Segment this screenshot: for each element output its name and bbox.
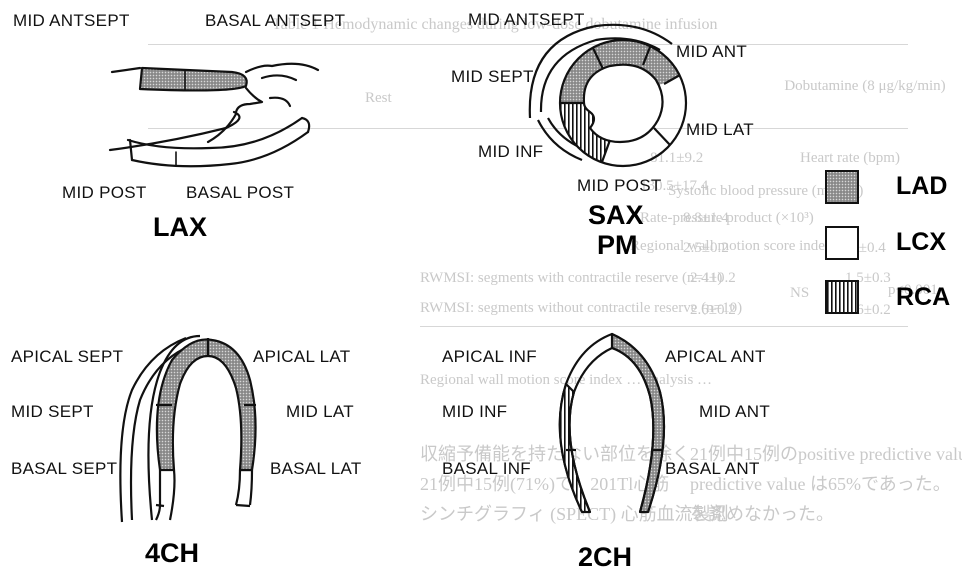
lax-label-mid-post: MID POST (62, 183, 147, 203)
lax-label-basal-post: BASAL POST (186, 183, 294, 203)
sax-title: SAX (588, 200, 644, 231)
two-ch-label-mid-inf: MID INF (442, 402, 507, 422)
legend-swatch-lad (825, 170, 859, 204)
legend-label-lcx: LCX (896, 228, 946, 257)
sax-view (530, 25, 686, 166)
lax-label-basal-antsept: BASAL ANTSEPT (205, 11, 345, 31)
sax-label-mid-post: MID POST (577, 176, 662, 196)
legend-swatch-rca (825, 280, 859, 314)
four-ch-title: 4CH (145, 538, 199, 569)
two-ch-title: 2CH (578, 542, 632, 572)
legend-swatch-lcx (825, 226, 859, 260)
four-ch-label-basal-lat: BASAL LAT (270, 459, 362, 479)
two-ch-label-basal-ant: BASAL ANT (665, 459, 760, 479)
rca-swatch-fill (827, 282, 857, 312)
four-ch-label-mid-lat: MID LAT (286, 402, 354, 422)
sax-label-mid-inf: MID INF (478, 142, 543, 162)
lad-swatch-fill (827, 172, 857, 202)
sax-label-mid-ant: MID ANT (676, 42, 747, 62)
two-ch-label-apical-inf: APICAL INF (442, 347, 537, 367)
four-ch-label-apical-lat: APICAL LAT (253, 347, 350, 367)
legend-label-rca: RCA (896, 283, 950, 312)
two-ch-label-apical-ant: APICAL ANT (665, 347, 766, 367)
two-ch-label-basal-inf: BASAL INF (442, 459, 531, 479)
lax-title: LAX (153, 212, 207, 243)
four-ch-label-mid-sept: MID SEPT (11, 402, 94, 422)
lax-view (110, 64, 318, 167)
sax-label-mid-antsept: MID ANTSEPT (468, 10, 585, 30)
four-ch-label-apical-sept: APICAL SEPT (11, 347, 123, 367)
two-ch-view (560, 334, 664, 512)
sax-label-mid-lat: MID LAT (686, 120, 754, 140)
sax-label-mid-sept: MID SEPT (451, 67, 534, 87)
sax-subtitle: PM (597, 230, 638, 261)
two-ch-label-mid-ant: MID ANT (699, 402, 770, 422)
four-ch-view (120, 336, 256, 522)
lax-label-mid-antsept: MID ANTSEPT (13, 11, 130, 31)
legend-label-lad: LAD (896, 172, 947, 201)
four-ch-label-basal-sept: BASAL SEPT (11, 459, 117, 479)
